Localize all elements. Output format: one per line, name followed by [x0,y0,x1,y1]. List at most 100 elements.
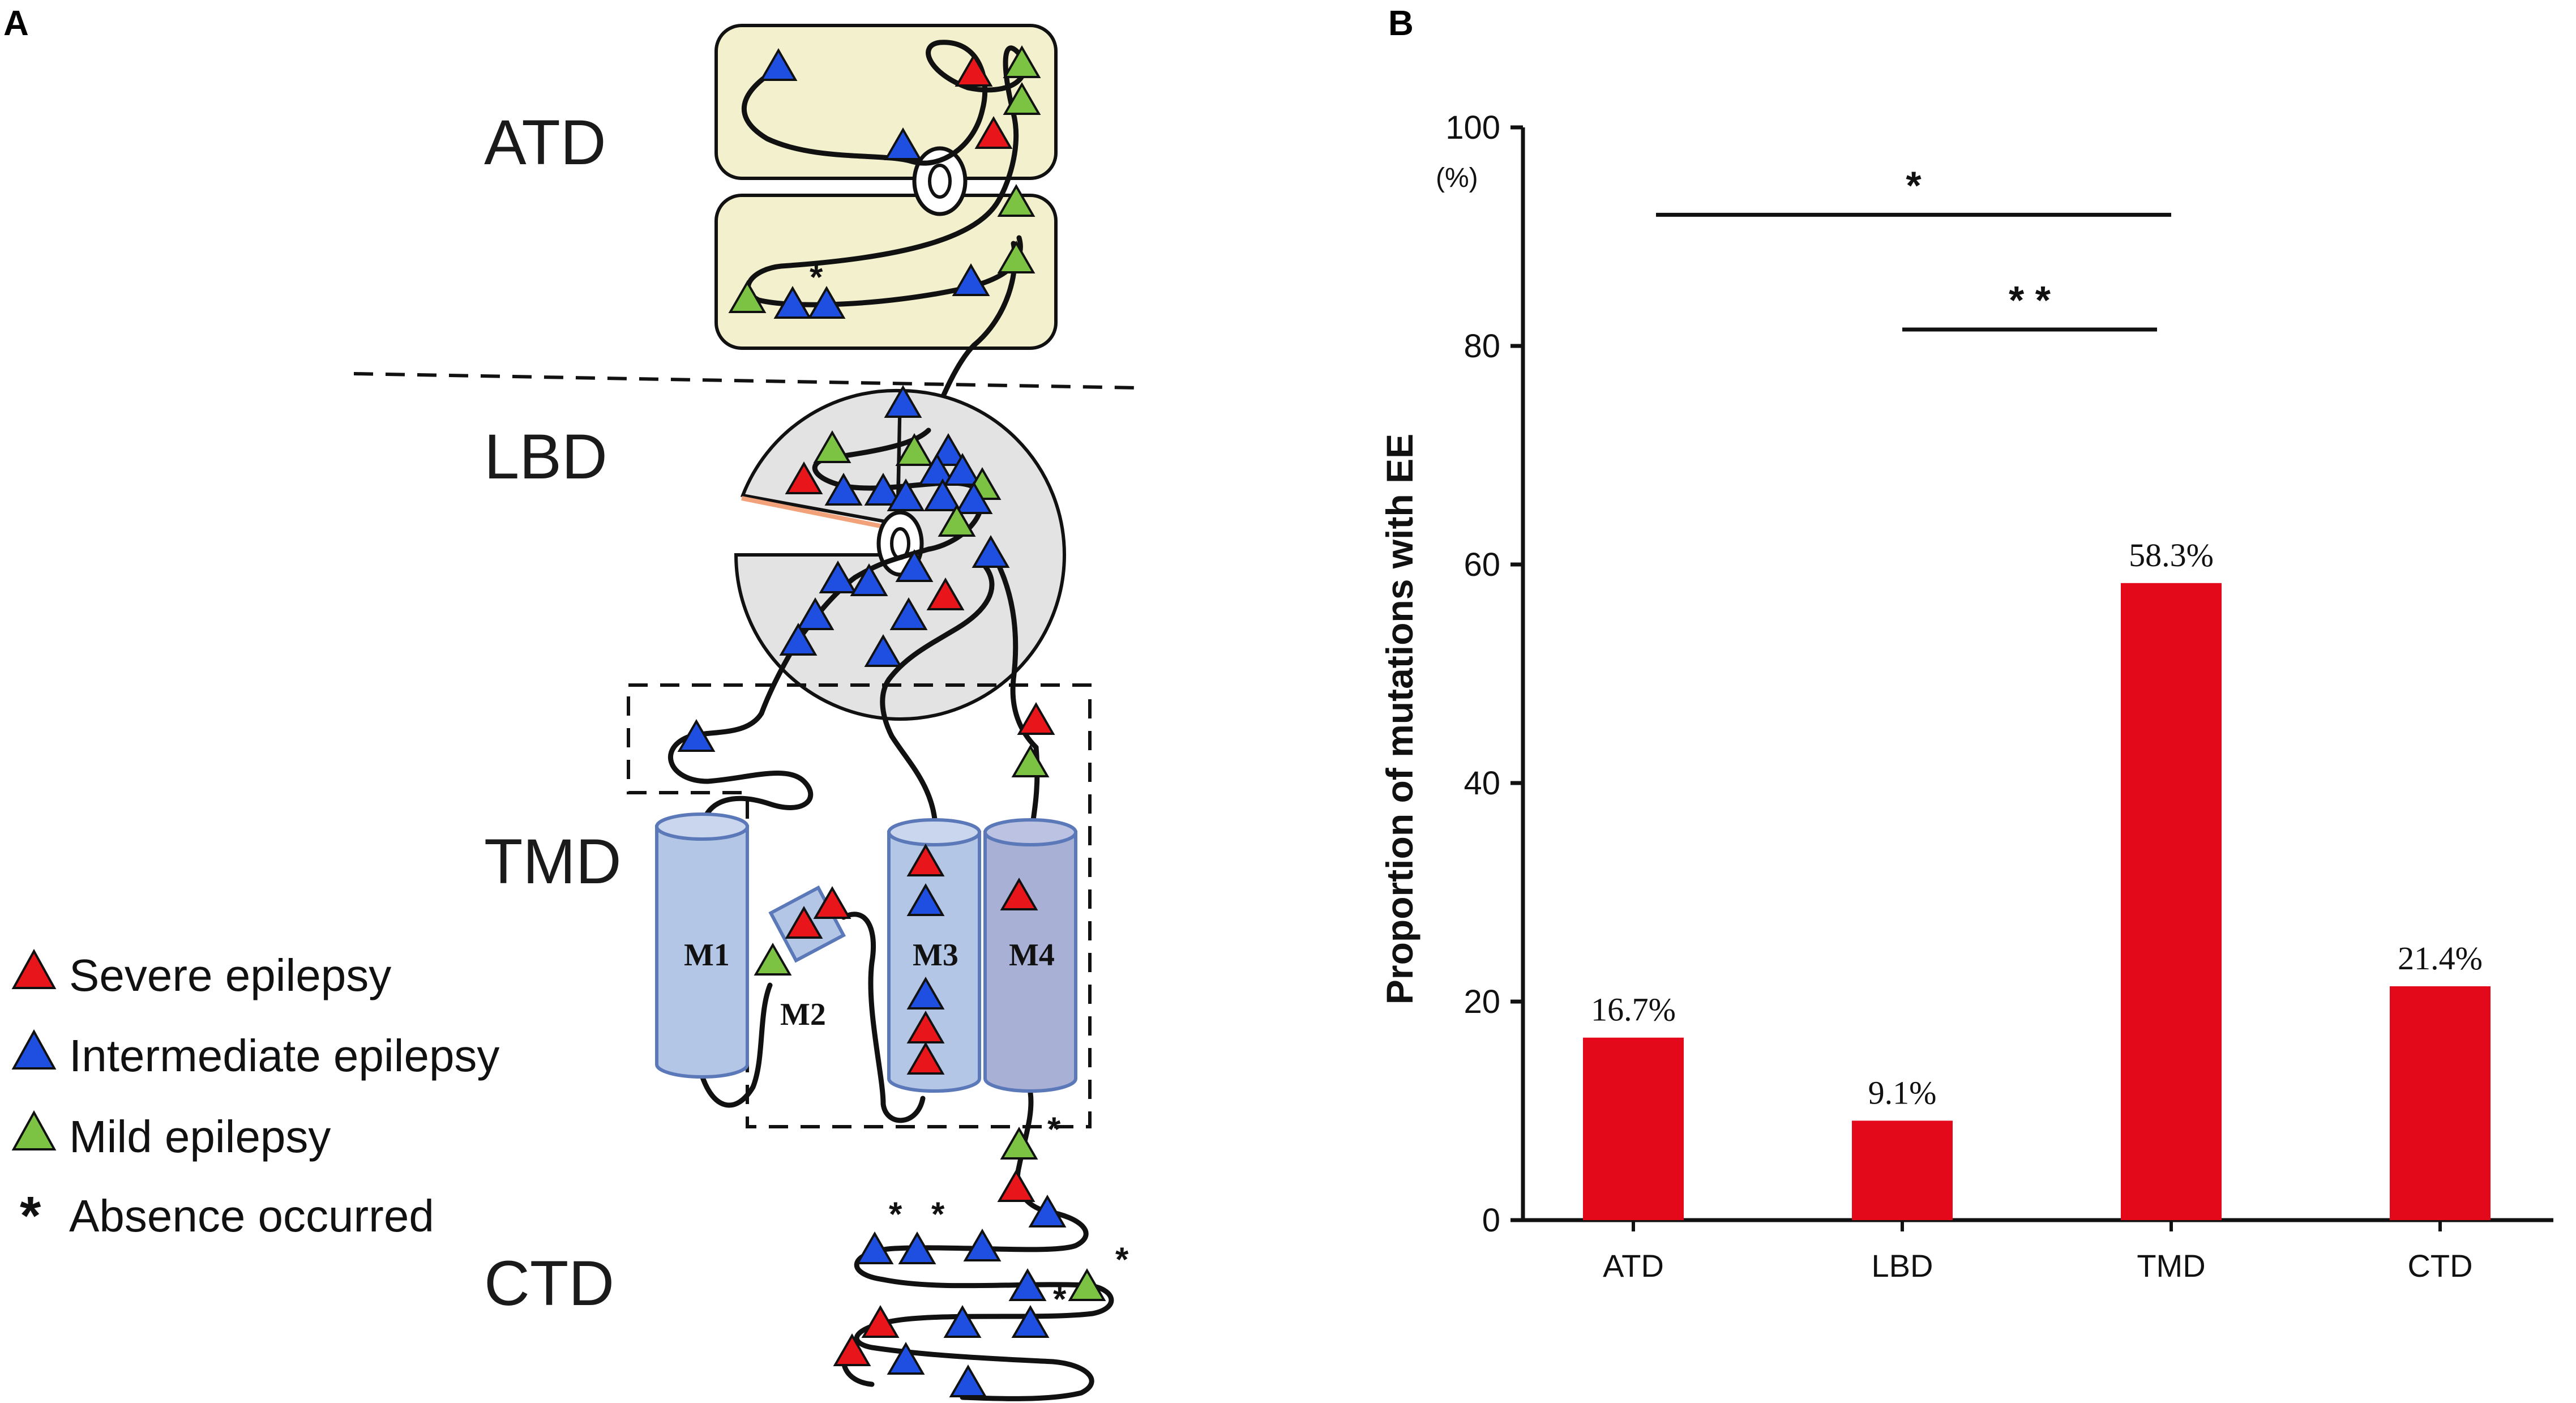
intermediate-mutation-icon [884,127,922,160]
absence-asterisk-icon: * [931,1195,945,1233]
intermediate-mutation-icon [943,452,982,486]
intermediate-mutation-icon [943,1304,982,1338]
legend-severe-label: Severe epilepsy [69,950,391,1000]
severe-mutation-icon [906,843,945,876]
intermediate-mutation-icon [773,285,812,319]
mild-mutation-icon [1068,1268,1106,1301]
severe-mutation-icon [997,1169,1035,1202]
bar-value-label: 16.7% [1591,991,1676,1028]
lbd-cleft-line [741,496,898,532]
intermediate-mutation-icon [1008,1268,1047,1301]
mild-mutation-icon [1000,1126,1038,1160]
absence-asterisk-icon: * [1115,1241,1129,1278]
severe-mutation-icon [955,53,993,87]
intermediate-mutation-icon [929,433,968,466]
intermediate-mutation-icon [895,549,934,582]
intermediate-mutation-icon [1011,1304,1050,1338]
x-category-label: ATD [1603,1248,1664,1284]
absence-asterisk-icon: * [810,258,823,296]
mild-mutation-icon [938,503,976,537]
x-category-label: TMD [2137,1248,2205,1284]
helix-m4: M4 [983,818,1077,1093]
bar-value-label: 9.1% [1868,1074,1937,1111]
helix-m1: M1 [655,812,749,1079]
intermediate-mutation-icon [824,472,863,506]
tmd-chain-m2-m3 [841,912,926,1123]
intermediate-mutation-icon [759,48,798,81]
mild-mutation-icon [1003,45,1041,78]
intermediate-mutation-icon [949,1364,987,1397]
y-axis-label: Proportion of mutations with EE [1379,434,1420,1004]
legend-mild-label: Mild epilepsy [69,1111,331,1162]
intermediate-mutation-icon [906,883,945,916]
severe-mutation-icon [1000,877,1038,910]
intermediate-mutation-icon [887,1341,925,1375]
helix-m2-label: M2 [780,997,826,1032]
legend-mild-icon [11,1110,57,1150]
helix-m4-label: M4 [1009,938,1055,973]
mild-mutation-icon [1003,82,1041,115]
tmd-boundary [627,683,1092,1128]
helix-m3: M3 [887,818,981,1093]
y-axis-unit: (%) [1436,163,1478,193]
severe-mutation-icon [785,461,823,494]
mild-mutation-icon [997,183,1035,217]
intermediate-mutation-icon [677,718,716,752]
domain-label-atd: ATD [484,107,606,178]
absence-asterisk-icon: * [889,1195,902,1233]
domain-label-ctd: CTD [484,1248,614,1319]
severe-mutation-icon [833,1333,871,1366]
intermediate-mutation-icon [887,478,925,511]
bar-ctd [2390,986,2491,1220]
intermediate-mutation-icon [923,478,962,511]
intermediate-mutation-icon [864,634,902,667]
legend-intermediate-icon [11,1029,57,1070]
intermediate-mutation-icon [952,263,990,296]
lbd-chain-2 [880,563,995,739]
y-tick-label: 80 [1464,328,1500,365]
intermediate-mutation-icon [864,472,902,506]
intermediate-mutation-icon [972,534,1010,568]
y-tick-label: 40 [1464,765,1500,802]
legend-intermediate-label: Intermediate epilepsy [69,1030,499,1081]
intermediate-mutation-icon [884,384,922,418]
legend: Severe epilepsy Intermediate epilepsy Mi… [11,948,499,1246]
severe-mutation-icon [974,116,1013,149]
mild-mutation-icon [728,280,767,313]
mild-mutation-icon [813,430,851,463]
bar-lbd [1852,1120,1953,1220]
tmd-chain-m1-m2 [699,982,773,1108]
intermediate-mutation-icon [779,622,818,656]
severe-mutation-icon [906,1041,945,1075]
intermediate-mutation-icon [1028,1194,1067,1227]
y-tick-label: 0 [1482,1202,1500,1239]
mild-mutation-icon [1011,744,1050,777]
x-category-label: LBD [1872,1248,1933,1284]
absence-asterisk-icon: * [1053,1280,1067,1318]
x-category-label: CTD [2407,1248,2472,1284]
intermediate-mutation-icon [898,1231,936,1264]
panel-a: A M1 [3,4,1139,1401]
atd-hinge-inner [928,164,952,199]
mild-mutation-icon [997,240,1035,273]
intermediate-mutation-icon [889,597,928,630]
significance-marker: * * [2009,278,2051,322]
helix-m3-label: M3 [913,938,958,973]
severe-mutation-icon [861,1304,900,1338]
absence-asterisk-icon: * [1047,1110,1061,1148]
intermediate-mutation-icon [906,976,945,1010]
significance-marker: * [1906,163,1922,207]
intermediate-mutation-icon [796,597,835,630]
y-tick-label: 100 [1445,109,1500,146]
bar-tmd [2121,583,2222,1220]
bar-value-label: 58.3% [2129,537,2214,574]
domain-label-lbd: LBD [484,421,607,492]
severe-mutation-icon [785,905,823,939]
panel-b-letter: B [1388,4,1414,43]
bar-value-label: 21.4% [2398,940,2483,977]
atd-lbd-divider [353,372,1139,390]
helix-m1-label: M1 [684,938,730,973]
mild-mutation-icon [895,433,934,466]
